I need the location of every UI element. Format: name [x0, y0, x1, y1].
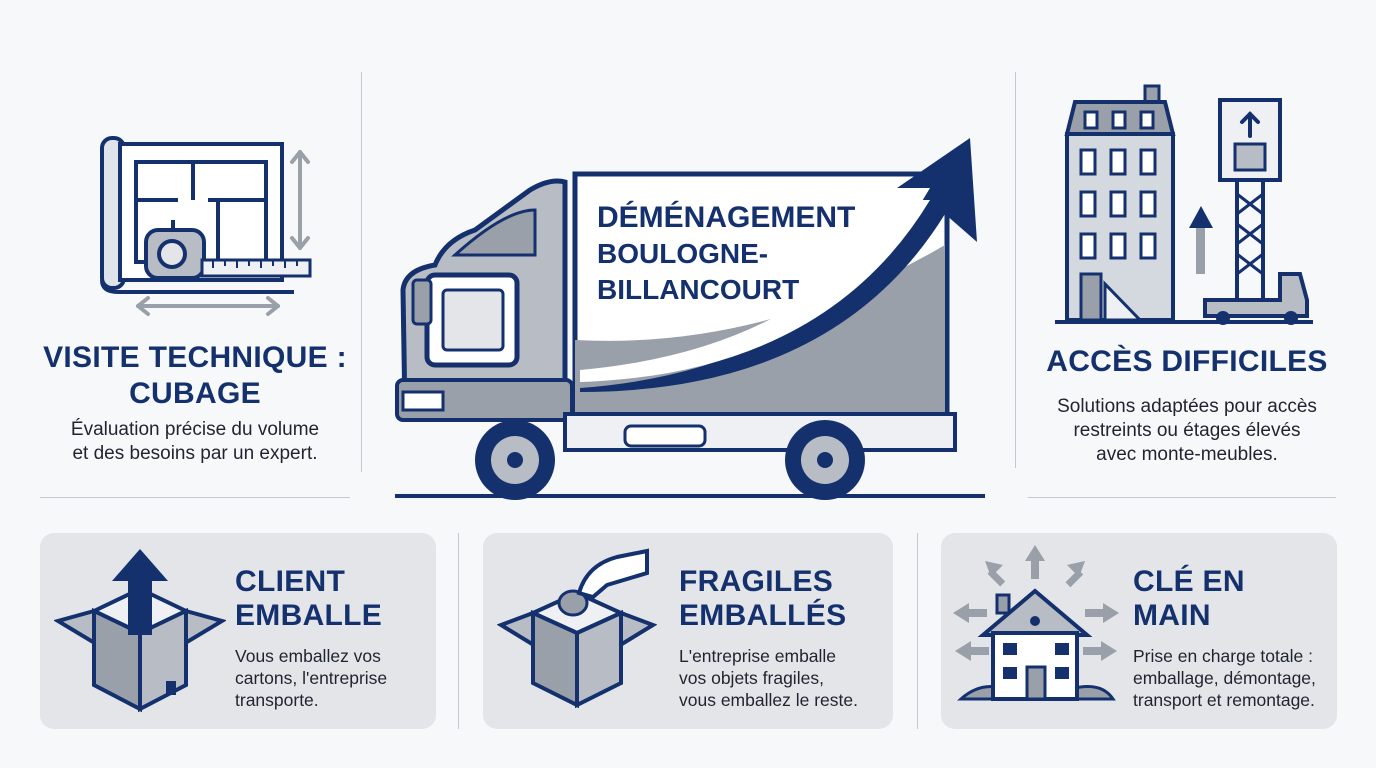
divider-h-right — [1028, 497, 1336, 498]
building-lift-icon — [1055, 84, 1317, 326]
card-client-emballe: CLIENT EMBALLE Vous emballez vos cartons… — [40, 533, 436, 729]
card-cle-en-main: CLÉ EN MAIN Prise en charge totale : emb… — [941, 533, 1337, 729]
truck-illustration — [385, 130, 995, 505]
visite-desc: Évaluation précise du volume et des beso… — [70, 419, 320, 464]
card-title: FRAGILES EMBALLÉS — [679, 565, 847, 632]
hand-box-icon — [497, 545, 657, 715]
visite-title: VISITE TECHNIQUE : CUBAGE — [43, 341, 347, 410]
card-desc: L'entreprise emballe vos objets fragiles… — [679, 646, 858, 710]
acces-desc: Solutions adaptées pour accès restreints… — [1057, 396, 1317, 465]
open-box-arrow-icon — [54, 541, 226, 719]
card-fragiles-emballes: FRAGILES EMBALLÉS L'entreprise emballe v… — [483, 533, 893, 729]
divider-h-left — [40, 497, 350, 498]
house-arrows-icon — [951, 543, 1121, 713]
card-title: CLÉ EN MAIN — [1133, 565, 1245, 632]
divider-bottom-2 — [917, 533, 918, 729]
card-desc: Vous emballez vos cartons, l'entreprise … — [235, 646, 388, 710]
divider-left — [361, 72, 362, 472]
divider-bottom-1 — [458, 533, 459, 729]
acces-title: ACCÈS DIFFICILES — [1046, 345, 1328, 378]
divider-right — [1015, 72, 1016, 468]
card-desc: Prise en charge totale : emballage, démo… — [1133, 646, 1316, 710]
card-title: CLIENT EMBALLE — [235, 565, 383, 632]
blueprint-tape-icon — [98, 130, 318, 325]
truck-banner-text: DÉMÉNAGEMENT BOULOGNE- BILLANCOURT — [597, 201, 856, 305]
